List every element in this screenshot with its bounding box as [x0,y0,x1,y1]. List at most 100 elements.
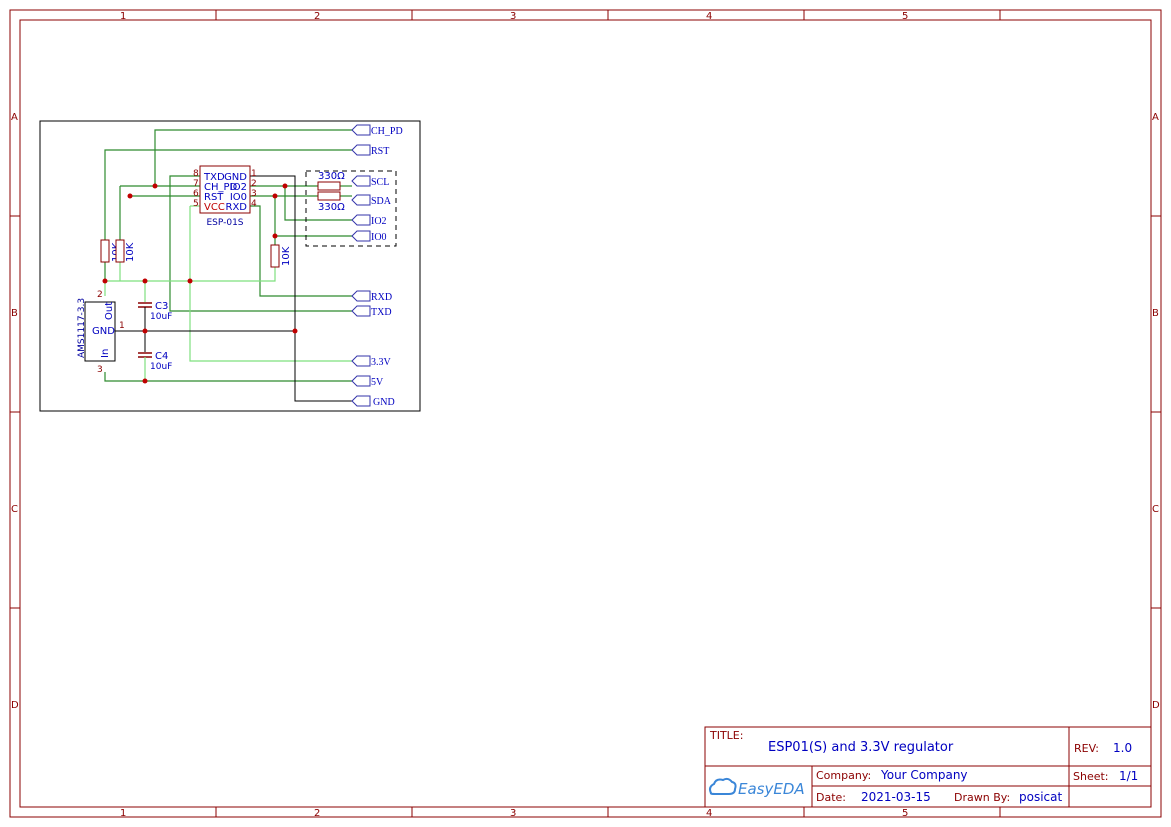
row-label: B [1152,308,1159,319]
logo-text: EasyEDA [738,780,805,798]
schematic-enclosure [39,120,421,412]
capacitor-ref: C3 [155,301,168,312]
pin-label-gnd: GND [224,172,247,183]
sheet-key: Sheet: [1073,770,1109,783]
pin-label-vcc: VCC [204,202,225,213]
pin-num: 2 [251,179,257,189]
svg-text:RXD: RXD [371,292,392,303]
svg-text:RST: RST [371,146,389,157]
col-label: 4 [706,808,712,819]
pin-label-txd: TXD [203,172,225,183]
column-markers-top: 1 2 3 4 5 [120,10,1001,22]
pin-num: 2 [97,290,103,300]
net-ch-pd: CH_PD [351,124,403,137]
company-key: Company: [816,769,871,782]
rev-value: 1.0 [1113,741,1132,755]
net-scl: SCL [351,175,389,188]
rev-key: REV: [1074,742,1099,755]
pin-num: 1 [251,169,257,179]
col-label: 5 [902,11,908,22]
easyeda-logo: EasyEDA [709,777,805,798]
company-value: Your Company [880,768,968,782]
net-5v: 5V [351,375,384,388]
date-key: Date: [816,791,846,804]
resistor-r2: 10K [115,239,136,263]
svg-text:CH_PD: CH_PD [371,126,403,137]
resistor-value: 10K [125,242,136,262]
drawn-by-value: posicat [1019,790,1062,804]
capacitor-c3: C3 10uF [138,301,172,322]
net-rxd: RXD [351,290,392,303]
title-block: TITLE: ESP01(S) and 3.3V regulator REV: … [704,726,1152,808]
drawn-by-key: Drawn By: [954,791,1010,804]
row-label: A [11,112,18,123]
regulator-body [84,301,116,362]
optional-resistor-box [305,170,397,247]
net-io0: IO0 [351,230,387,243]
sheet-value: 1/1 [1119,769,1138,783]
capacitor-value: 10uF [150,362,172,372]
junctions [102,183,298,384]
row-label: D [11,700,19,711]
pin-num: 1 [119,321,125,331]
esp01s-body [199,165,251,214]
svg-text:IO2: IO2 [371,216,387,227]
net-3v3: 3.3V [351,355,392,368]
row-label: B [11,308,18,319]
row-label: C [1152,504,1159,515]
pin-num: 3 [97,365,103,375]
resistor-value: 330Ω [318,202,345,213]
title-value: ESP01(S) and 3.3V regulator [768,740,954,755]
row-label: C [11,504,18,515]
pin-num: 3 [251,189,257,199]
pin-label-io2: IO2 [230,182,247,193]
row-label: D [1152,700,1160,711]
row-label: A [1152,112,1159,123]
svg-text:SDA: SDA [371,196,392,207]
column-markers-bottom: 1 2 3 4 5 [120,807,1001,819]
col-label: 1 [120,808,126,819]
col-label: 4 [706,11,712,22]
pin-num: 8 [193,169,199,179]
svg-text:3.3V: 3.3V [371,357,392,368]
net-gnd: GND [351,395,395,408]
svg-text:GND: GND [373,397,395,408]
resistor-value: 10K [281,246,292,266]
pin-label-gnd: GND [92,326,115,337]
pin-num: 7 [193,179,199,189]
pin-num: 6 [193,189,199,199]
svg-text:IO0: IO0 [371,232,387,243]
inner-frame [19,19,1152,808]
esp01s-module: TXD CH_PD RST VCC GND IO2 IO0 RXD 8 7 6 … [193,165,257,228]
regulator-name: AMS1117-3.3 [77,298,87,358]
capacitor-c4: C4 10uF [138,351,172,372]
resistor-r4: 330Ω [317,171,345,191]
wires-light [104,205,352,381]
date-value: 2021-03-15 [861,790,931,804]
row-markers-left: A B C D [10,112,20,711]
title-key: TITLE: [709,729,743,742]
col-label: 2 [314,808,320,819]
module-name: ESP-01S [206,218,243,228]
net-sda: SDA [351,194,392,207]
pin-num: 5 [193,199,199,209]
resistor-value: 330Ω [318,171,345,182]
outer-frame [9,9,1162,818]
svg-text:SCL: SCL [371,177,389,188]
col-label: 3 [510,808,516,819]
net-flags: CH_PD RST SCL SDA IO2 IO0 RXD TXD [351,124,403,408]
pin-num: 4 [251,199,257,209]
pin-label-in: In [100,349,111,358]
col-label: 5 [902,808,908,819]
svg-text:TXD: TXD [371,307,392,318]
pin-label-io0: IO0 [230,192,247,203]
pin-label-out: Out [104,302,115,320]
pin-label-rxd: RXD [226,202,248,213]
pin-label-chpd: CH_PD [204,182,238,193]
ams1117-regulator: Out GND In AMS1117-3.3 2 1 3 [77,290,125,375]
capacitor-ref: C4 [155,351,168,362]
cloud-icon [709,777,737,795]
resistor-r3: 10K [270,244,292,268]
col-label: 3 [510,11,516,22]
